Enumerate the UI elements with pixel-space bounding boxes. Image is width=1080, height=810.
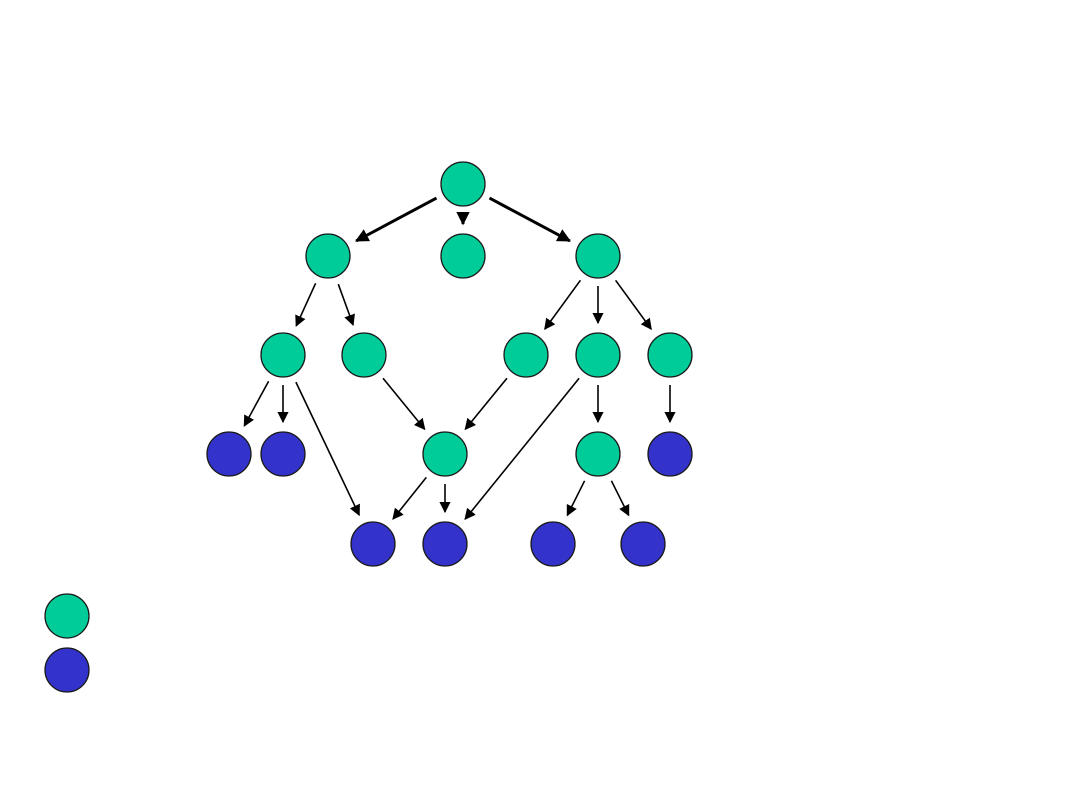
node-n5-internal	[341, 332, 387, 378]
node-n15-leaf	[422, 521, 468, 567]
edge-n1-n5	[337, 283, 355, 326]
node-n11-internal	[422, 431, 468, 477]
node-n9-leaf	[206, 431, 252, 477]
node-n14-leaf	[350, 521, 396, 567]
node-n10-leaf	[260, 431, 306, 477]
node-n13-leaf	[647, 431, 693, 477]
edge-n3-n8	[614, 279, 652, 331]
legend-swatch-leaf	[44, 647, 90, 693]
node-n2-internal	[440, 233, 486, 279]
edge-n5-n11	[382, 377, 426, 431]
nodes-layer	[206, 161, 693, 567]
edge-n4-n9	[243, 380, 270, 427]
node-n1-internal	[305, 233, 351, 279]
edge-n0-n1	[355, 196, 438, 243]
edge-n4-n14	[295, 381, 360, 517]
edge-n7-n15	[464, 377, 580, 520]
node-n0-internal	[440, 161, 486, 207]
edge-n0-n3	[488, 196, 571, 243]
edge-n1-n4	[295, 282, 317, 327]
node-n16-leaf	[530, 521, 576, 567]
edges-layer	[243, 196, 676, 520]
edge-n11-n14	[392, 476, 427, 520]
node-n8-internal	[647, 332, 693, 378]
node-n12-internal	[575, 431, 621, 477]
edge-n12-n16	[566, 480, 586, 517]
edge-n3-n6	[544, 279, 582, 331]
legend	[44, 593, 90, 693]
edge-n12-n17	[610, 480, 630, 517]
legend-swatch-internal	[44, 593, 90, 639]
node-n7-internal	[575, 332, 621, 378]
node-n3-internal	[575, 233, 621, 279]
node-n17-leaf	[620, 521, 666, 567]
node-n4-internal	[260, 332, 306, 378]
node-n6-internal	[503, 332, 549, 378]
edge-n6-n11	[464, 377, 508, 431]
